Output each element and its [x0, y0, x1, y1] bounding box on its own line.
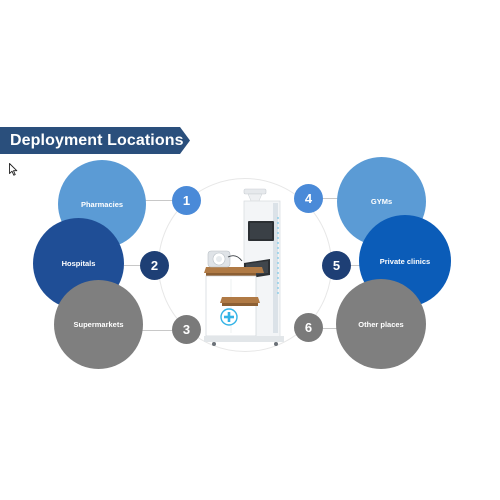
title-banner: Deployment Locations: [0, 127, 190, 154]
location-label: GYMs: [370, 197, 393, 206]
location-label: Pharmacies: [80, 199, 124, 209]
number-label: 5: [332, 258, 341, 273]
connector-line-2: [124, 265, 144, 266]
number-label: 6: [304, 320, 313, 335]
connector-line-5: [351, 265, 363, 266]
location-label: Private clinics: [379, 256, 431, 266]
location-label: Other places: [358, 319, 404, 329]
number-badge-6: 6: [294, 313, 323, 342]
connector-line-3: [140, 330, 175, 331]
mouse-pointer-icon: [9, 163, 18, 176]
number-label: 1: [182, 193, 191, 208]
connector-line-1: [140, 200, 175, 201]
location-bubble-other-places: Other places: [336, 279, 426, 369]
number-label: 3: [182, 322, 191, 337]
number-label: 4: [304, 191, 313, 206]
connector-line-4: [322, 198, 347, 199]
number-label: 2: [150, 258, 159, 273]
connector-line-6: [322, 328, 340, 329]
health-kiosk-image: [204, 188, 284, 346]
number-badge-1: 1: [172, 186, 201, 215]
location-label: Hospitals: [61, 259, 96, 268]
location-bubble-supermarkets: Supermarkets: [54, 280, 143, 369]
number-badge-3: 3: [172, 315, 201, 344]
number-badge-2: 2: [140, 251, 169, 280]
number-badge-4: 4: [294, 184, 323, 213]
page-title: Deployment Locations: [10, 131, 184, 149]
location-label: Supermarkets: [73, 320, 124, 329]
number-badge-5: 5: [322, 251, 351, 280]
